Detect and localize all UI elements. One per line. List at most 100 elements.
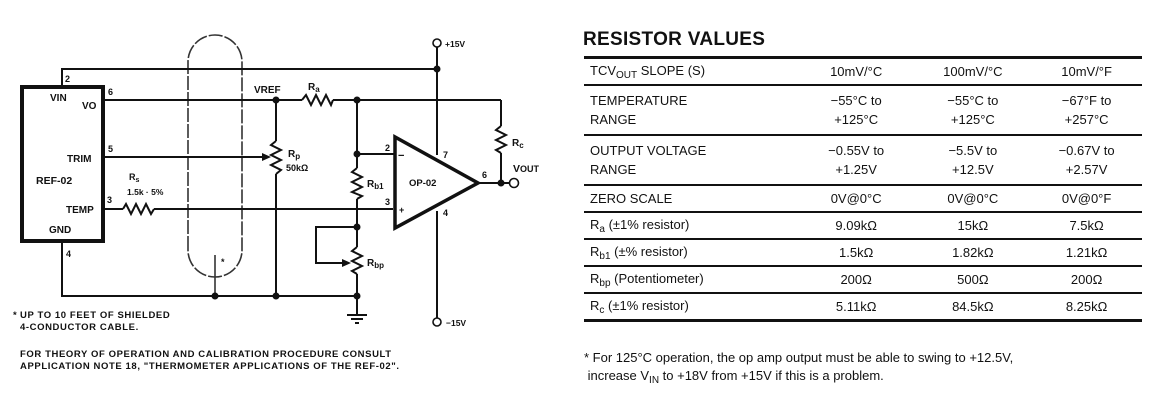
cable-footnote-mark: * [221, 257, 225, 267]
table-cell: −5.5V to+12.5V [914, 135, 1032, 186]
node-vplus [433, 65, 441, 73]
pin-number-6: 6 [108, 87, 113, 97]
table-cell: 0V@0°C [914, 185, 1032, 213]
row-label: Rc (±1% resistor) [584, 293, 798, 322]
rbp-label: Rbp [367, 258, 384, 270]
rp-value: 50kΩ [286, 163, 308, 173]
ground-icon [347, 314, 367, 324]
rp-wiper-arrow [262, 153, 271, 161]
table-cell: 5.11kΩ [797, 293, 915, 322]
thermometer-circuit-schematic: REF-02 VIN VO TRIM TEMP GND 2 6 5 3 4 * … [20, 34, 540, 328]
opamp-pin-2: 2 [385, 143, 390, 153]
table-cell: 100mV/°C [914, 56, 1032, 86]
node-rp-gnd [272, 292, 280, 300]
node-rbp-gnd [353, 292, 361, 300]
resistor-rc [493, 125, 509, 154]
resistor-rbp [349, 246, 365, 275]
resistor-rb1 [349, 167, 365, 200]
ref02-pin-vin-label: VIN [50, 93, 67, 104]
vout-label: VOUT [513, 163, 540, 175]
vminus-terminal [432, 317, 442, 327]
table-cell: 200Ω [1031, 266, 1142, 294]
opamp-pin-7: 7 [443, 150, 448, 160]
cable-note-star: * [13, 310, 18, 321]
table-cell: 0V@0°C [797, 185, 915, 213]
opamp-noninv-sign: + [399, 205, 404, 215]
opamp-label: OP-02 [409, 178, 436, 189]
table-cell: −55°C to+125°C [914, 85, 1032, 136]
rp-label: Rp [288, 149, 300, 161]
wire-gnd [61, 241, 357, 297]
table-title: RESISTOR VALUES [583, 29, 766, 50]
table-cell: 0V@0°F [1031, 185, 1142, 213]
table-cell: 9.09kΩ [797, 212, 915, 240]
ra-label: Ra [308, 82, 320, 94]
vminus-label: −15V [446, 318, 466, 328]
opamp-pin-6: 6 [482, 170, 487, 180]
row-label: ZERO SCALE [584, 185, 798, 213]
table-row-zero-scale: ZERO SCALE 0V@0°C 0V@0°C 0V@0°F [584, 185, 1142, 213]
node-vout [497, 179, 505, 187]
resistor-rs [122, 201, 155, 217]
rs-label: Rs [129, 172, 140, 184]
table-cell: 8.25kΩ [1031, 293, 1142, 322]
pin-number-3: 3 [107, 195, 112, 205]
theory-note-line1: FOR THEORY OF OPERATION AND CALIBRATION … [20, 349, 392, 360]
table-cell: 1.21kΩ [1031, 239, 1142, 267]
table-row-rb1: Rb1 (±% resistor) 1.5kΩ 1.82kΩ 1.21kΩ [584, 239, 1142, 267]
table-cell: 10mV/°C [797, 56, 915, 86]
opamp-inv-sign: − [398, 150, 404, 162]
vout-terminal [508, 177, 520, 189]
table-row-rc: Rc (±1% resistor) 5.11kΩ 84.5kΩ 8.25kΩ [584, 293, 1142, 322]
vplus-label: +15V [445, 39, 465, 49]
table-cell: 15kΩ [914, 212, 1032, 240]
table-cell: 84.5kΩ [914, 293, 1032, 322]
shielded-cable-outline [187, 34, 243, 278]
table-cell: 10mV/°F [1031, 56, 1142, 86]
table-cell: −0.67V to+2.57V [1031, 135, 1142, 186]
cable-note: * UP TO 10 FEET OF SHIELDED 4-CONDUCTOR … [13, 310, 171, 334]
theory-note: FOR THEORY OF OPERATION AND CALIBRATION … [20, 349, 400, 373]
table-footnote: * For 125°C operation, the op amp output… [584, 349, 1013, 390]
ref02-label: REF-02 [36, 175, 72, 187]
resistor-ra [301, 92, 334, 108]
rb1-label: Rb1 [367, 179, 384, 191]
table-cell: 7.5kΩ [1031, 212, 1142, 240]
ref02-pin-trim-label: TRIM [67, 154, 91, 165]
row-label: Ra (±1% resistor) [584, 212, 798, 240]
table-cell: −67°F to+257°C [1031, 85, 1142, 136]
ref02-pin-temp-label: TEMP [66, 205, 94, 216]
row-label: TCVOUT SLOPE (S) [584, 56, 798, 86]
table-row-rbp: Rbp (Potentiometer) 200Ω 500Ω 200Ω [584, 266, 1142, 294]
table-row-slope: TCVOUT SLOPE (S) 10mV/°C 100mV/°C 10mV/°… [584, 56, 1142, 86]
table-cell: 500Ω [914, 266, 1032, 294]
footnote-line1: * For 125°C operation, the op amp output… [584, 350, 1014, 365]
cable-note-line2: 4-CONDUCTOR CABLE. [20, 322, 139, 333]
wire-rbp-loop [315, 226, 357, 264]
node-shield-gnd [211, 292, 219, 300]
rs-value: 1.5k · 5% [127, 187, 164, 197]
table-cell: 200Ω [797, 266, 915, 294]
table-row-ra: Ra (±1% resistor) 9.09kΩ 15kΩ 7.5kΩ [584, 212, 1142, 240]
theory-note-line2: APPLICATION NOTE 18, "THERMOMETER APPLIC… [20, 361, 400, 372]
footnote-line2: increase VIN to +18V from +15V if this i… [587, 368, 884, 386]
resistor-values-table: TCVOUT SLOPE (S) 10mV/°C 100mV/°C 10mV/°… [584, 56, 1142, 322]
opamp-op02-body [393, 134, 482, 231]
ref02-pin-vo-label: VO [82, 101, 97, 112]
rbp-wiper-arrow [342, 259, 351, 267]
opamp-pin-4: 4 [443, 208, 448, 218]
table-cell: −0.55V to+1.25V [797, 135, 915, 186]
rc-label: Rc [512, 138, 524, 150]
table-cell: 1.82kΩ [914, 239, 1032, 267]
resistor-rp [268, 140, 284, 175]
table-cell: −55°C to+125°C [797, 85, 915, 136]
row-label: Rbp (Potentiometer) [584, 266, 798, 294]
cable-note-line1: UP TO 10 FEET OF SHIELDED [20, 310, 171, 321]
vref-label: VREF [254, 85, 281, 96]
ref02-pin-gnd-label: GND [49, 225, 71, 236]
pin-number-5: 5 [108, 144, 113, 154]
